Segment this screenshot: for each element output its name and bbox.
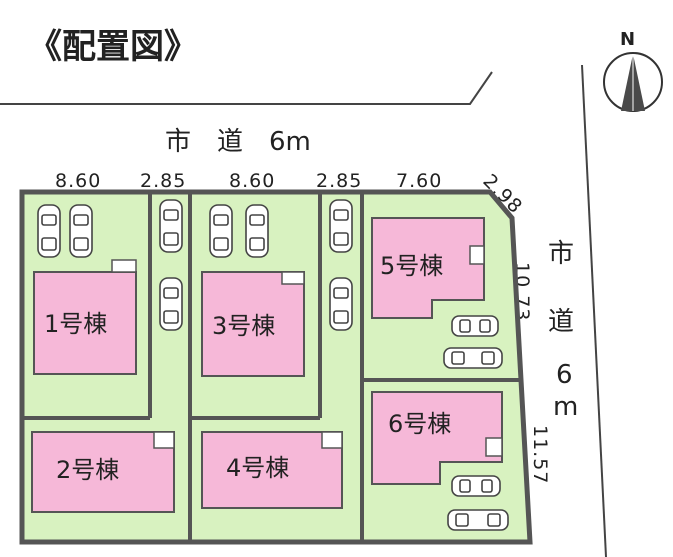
building-5-label: 5号棟 [380, 252, 443, 280]
east-road-char-3: 6 [556, 360, 573, 390]
compass-north-label: N [620, 29, 635, 50]
car-icon [245, 204, 269, 258]
compass: N [603, 29, 663, 112]
car-icon [209, 204, 233, 258]
building-5: 5号棟 [371, 217, 485, 319]
east-road-char-1: 市 [548, 239, 574, 269]
building-4-label: 4号棟 [226, 454, 289, 482]
dim-north-1: 8.60 [55, 170, 101, 192]
car-icon [451, 315, 499, 337]
north-road-edge [0, 71, 493, 105]
building-6-label: 6号棟 [388, 410, 451, 438]
car-icon [37, 204, 61, 258]
building-3: 3号棟 [201, 271, 305, 377]
car-icon [451, 475, 501, 497]
building-3-label: 3号棟 [212, 312, 275, 340]
car-icon [447, 509, 509, 531]
car-icon [159, 199, 183, 253]
east-road-edge [581, 64, 607, 557]
north-road-label: 市 道 6m [165, 127, 311, 157]
page-title: 《配置図》 [28, 27, 198, 67]
dim-east-lower: 11.57 [529, 425, 551, 484]
car-icon [69, 204, 93, 258]
dim-north-2: 2.85 [140, 170, 186, 192]
car-icon [159, 277, 183, 331]
car-icon [329, 199, 353, 253]
building-4: 4号棟 [201, 431, 343, 509]
dim-north-4: 2.85 [316, 170, 362, 192]
dim-north-3: 8.60 [229, 170, 275, 192]
building-1: 1号棟 [33, 259, 137, 375]
building-2-label: 2号棟 [56, 456, 119, 484]
east-road-char-2: 道 [548, 307, 574, 337]
car-icon [329, 277, 353, 331]
lot-lines [22, 192, 520, 542]
dim-north-5: 7.60 [396, 170, 442, 192]
car-icon [443, 347, 503, 369]
building-2: 2号棟 [31, 431, 175, 513]
building-1-label: 1号棟 [44, 310, 107, 338]
east-road-char-4: m [553, 392, 578, 422]
building-6: 6号棟 [371, 391, 503, 485]
parking-area [37, 199, 509, 531]
